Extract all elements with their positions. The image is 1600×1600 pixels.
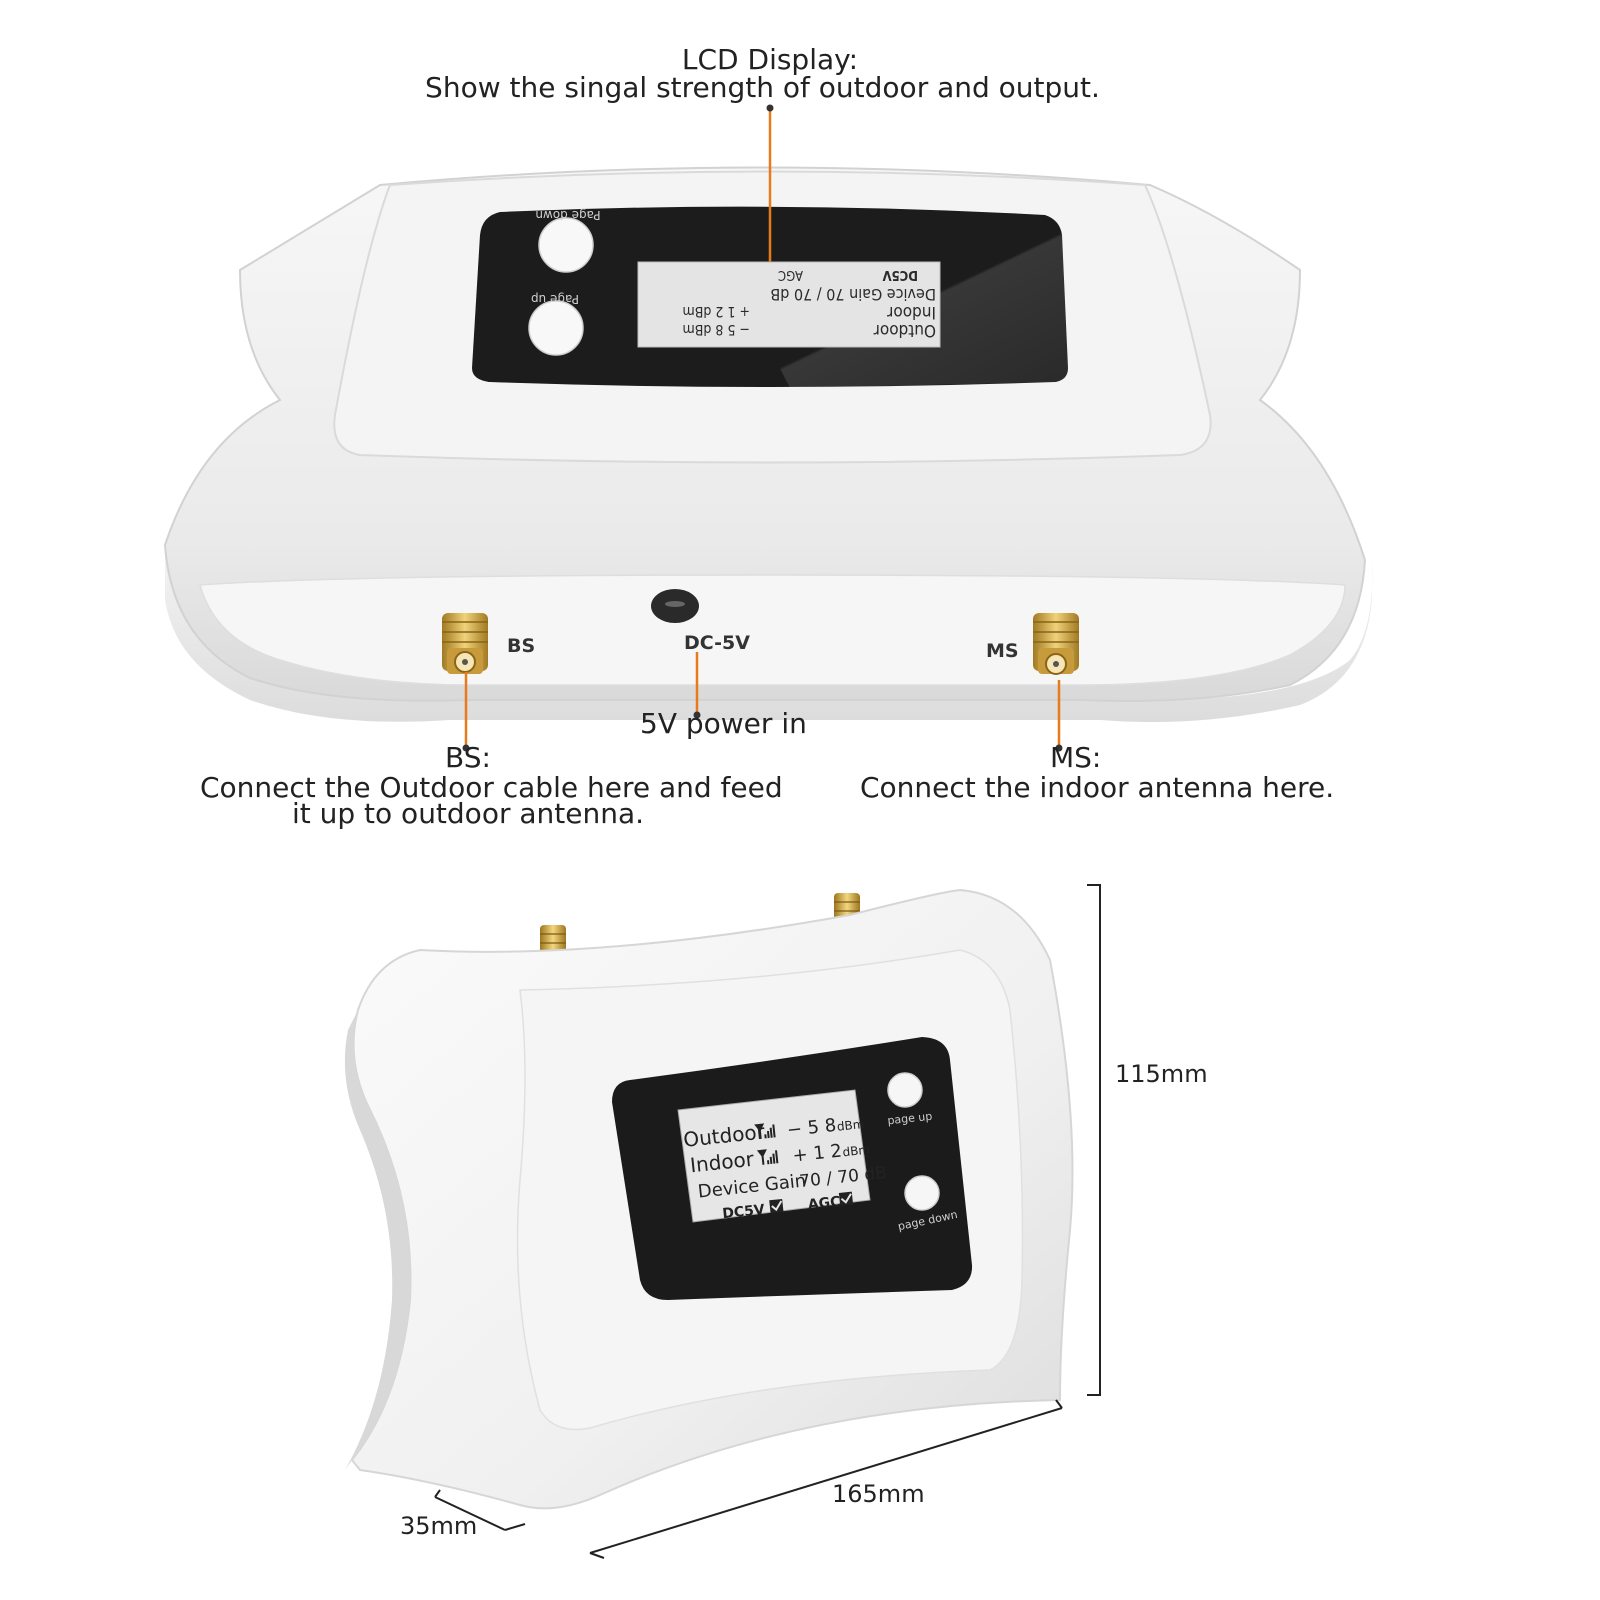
- bs-callout-title: BS:: [445, 741, 491, 774]
- svg-text:Device Gain 70 / 70 dB: Device Gain 70 / 70 dB: [770, 285, 936, 304]
- callout-lines: [464, 108, 1061, 748]
- dimension-lines: [434, 884, 1101, 1559]
- top-device-front-face: [199, 574, 1346, 686]
- top-lcd-text: Outdoor − 5 8 dBm Indoor + 1 2 dBm Devic…: [683, 267, 936, 340]
- front-lcd-dc: DC5V: [722, 1202, 766, 1222]
- port-label-bs: BS: [507, 635, 536, 657]
- bs-callout-desc-2: it up to outdoor antenna.: [291, 797, 645, 830]
- top-device-illustration: Outdoor − 5 8 dBm Indoor + 1 2 dBm Devic…: [163, 104, 1373, 752]
- ms-callout-desc: Connect the indoor antenna here.: [860, 771, 1335, 804]
- svg-text:Outdoor: Outdoor: [873, 320, 936, 340]
- front-lcd-agc: AGC: [807, 1194, 841, 1213]
- dimension-width: 165mm: [832, 1480, 925, 1508]
- front-lcd-outdoor-value: − 5 8: [786, 1115, 837, 1141]
- bs-callout-desc-1: Connect the Outdoor cable here and feed: [200, 771, 783, 804]
- port-label-ms: MS: [986, 640, 1019, 662]
- power-callout: 5V power in: [640, 707, 807, 740]
- top-page-up-label: Page up: [531, 292, 579, 306]
- top-page-down-button[interactable]: [538, 217, 594, 273]
- signal-icon: [754, 1123, 776, 1139]
- top-lcd-screen: [637, 261, 941, 348]
- page-up-button[interactable]: [887, 1072, 923, 1108]
- front-lcd-indoor-unit: dBm: [842, 1143, 871, 1160]
- port-label-dc: DC-5V: [684, 632, 750, 654]
- front-lcd-outdoor-unit: dBm: [836, 1117, 865, 1134]
- top-page-up-button[interactable]: [528, 300, 584, 356]
- page-down-button[interactable]: [904, 1175, 940, 1211]
- front-device-illustration: Outdoor − 5 8 dBm Indoor + 1 2 dBm Devic…: [344, 884, 1101, 1559]
- dimension-height: 115mm: [1115, 1060, 1208, 1088]
- check-icon: [769, 1198, 784, 1214]
- bs-connector[interactable]: [442, 613, 488, 674]
- svg-text:DC5V: DC5V: [883, 267, 918, 282]
- lcd-callout-title: LCD Display:: [681, 43, 859, 76]
- svg-text:Indoor: Indoor: [886, 302, 936, 322]
- svg-text:AGC: AGC: [778, 267, 803, 282]
- ms-callout-title: MS:: [1050, 741, 1102, 774]
- lcd-callout-desc: Show the singal strength of outdoor and …: [425, 71, 1100, 104]
- signal-icon: [756, 1149, 779, 1165]
- ms-connector[interactable]: [1033, 613, 1079, 675]
- dimension-depth: 35mm: [400, 1512, 478, 1540]
- top-device-side: [165, 545, 1373, 723]
- svg-text:− 5 8 dBm: − 5 8 dBm: [683, 321, 750, 337]
- svg-text:+ 1 2 dBm: + 1 2 dBm: [683, 303, 750, 319]
- front-lcd-indoor-value: + 1 2: [792, 1140, 843, 1166]
- check-icon: [838, 1191, 854, 1206]
- page-up-label: page up: [887, 1110, 933, 1128]
- top-page-down-label: Page down: [535, 208, 600, 222]
